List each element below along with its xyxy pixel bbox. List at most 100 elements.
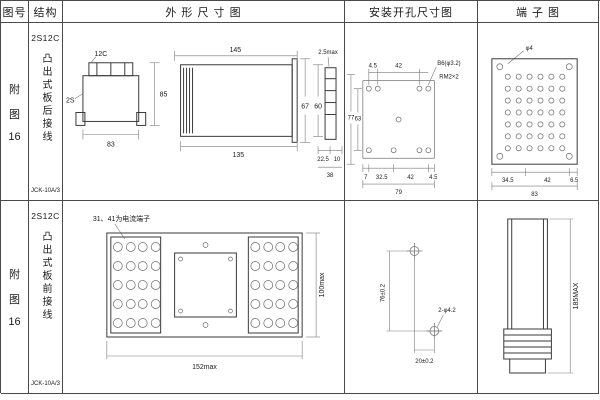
row2-install-drawing: 76±0.2 2-φ4.2 20±0.2: [345, 201, 478, 394]
dim-185max: [547, 218, 574, 374]
dim-install-total: [362, 180, 435, 189]
dim-terminal-bottom: [491, 168, 578, 177]
dim-d3-text: 38: [327, 173, 334, 179]
fig-char: 16: [8, 130, 21, 143]
row1-install-drawing: 4.5 42 B6(φ3.2) RM2×2 77 63: [345, 23, 478, 201]
hole-spec-text: B6(φ3.2): [437, 61, 460, 67]
phi4-leader: [507, 50, 524, 65]
fig-char: 16: [8, 316, 21, 328]
left-terminal-grid: [112, 242, 161, 328]
header-structure: 结构: [29, 1, 63, 23]
row2-fig-no: 附 图 16: [1, 201, 29, 394]
dim-h-outer-text: 67: [301, 104, 309, 111]
dim-height-text: 100max: [319, 272, 326, 297]
current-terminal-note: 31、41为电流端子: [93, 214, 150, 223]
model-label: 2S12C: [31, 211, 60, 221]
front-view-leaders: [74, 56, 97, 99]
dim-t-b1-text: 34.5: [502, 178, 514, 184]
bottom-mounting-hole: [426, 323, 443, 339]
row1-fig-no: 附 图 16: [1, 23, 29, 201]
right-terminal-grid: [250, 242, 299, 328]
dim-install-bottom: [362, 164, 435, 173]
dim-100max: [306, 232, 321, 338]
dim-width-text: 83: [107, 141, 115, 148]
header-terminal: 端 子 图: [478, 1, 599, 23]
type-code-label: JCK-10A/3: [30, 381, 60, 387]
dim-total-text: 79: [395, 190, 402, 196]
mounting-label: 凸出式板前接线: [40, 231, 51, 322]
dim-left-63: [353, 88, 362, 151]
row2-terminal-drawing: 185MAX: [478, 201, 599, 394]
install-hole-pattern: [362, 80, 435, 159]
dim-h67: [300, 58, 311, 143]
edge-leader: [327, 56, 330, 67]
dim-h60: [313, 64, 324, 137]
terminal-board: [491, 58, 578, 165]
dim-t-b3-text: 6.5: [570, 178, 579, 184]
hole-dia-leader: [437, 314, 444, 328]
dim-width-83: [82, 129, 140, 140]
cover-screws: [178, 242, 233, 328]
dim-left-outer-text: 77: [348, 115, 355, 121]
relay-side-view: [180, 58, 298, 143]
row1-structure: 2S12C 凸出式板后接线 JCK-10A/3: [29, 23, 63, 201]
fig-char: 图: [9, 108, 20, 121]
dim-depth-bottom-text: 135: [233, 152, 245, 159]
fig-char: 图: [9, 294, 20, 306]
relay-side-profile: [503, 218, 552, 374]
fig-char: 附: [9, 269, 20, 281]
dim-h-text: 20±0.2: [415, 359, 434, 365]
dim-left-77: [346, 74, 355, 165]
fig-char: 附: [9, 83, 20, 96]
header-fig-no: 图号: [1, 1, 29, 23]
dim-76: [386, 250, 429, 332]
dim-t-total-text: 83: [531, 192, 538, 198]
dim-terminal-total: [491, 182, 578, 191]
header-install: 安装开孔尺寸图: [345, 1, 478, 23]
install-drawing-svg: 76±0.2 2-φ4.2 20±0.2: [381, 243, 456, 365]
dim-d2-text: 10: [334, 157, 341, 163]
row1-outline-drawing: 12C 2S 83 85: [63, 23, 345, 201]
dim-v-text: 76±0.2: [381, 283, 387, 302]
dim-series-label: 2S: [66, 98, 75, 105]
row1-terminal-drawing: φ4: [478, 23, 599, 201]
thread-text: RM2×2: [439, 75, 459, 81]
dim-depth-top-text: 145: [230, 47, 242, 54]
dim-d1-text: 22.5: [317, 157, 329, 163]
dim-20: [414, 259, 435, 353]
dim-height-85: [149, 62, 160, 126]
dim-hole-text: 2-φ4.2: [438, 308, 456, 314]
dim-install-top: [368, 68, 429, 85]
type-code-label: JCK-10A/3: [30, 188, 60, 194]
dim-height-text: 185MAX: [573, 282, 580, 309]
dim-depth-145: [174, 50, 298, 61]
dim-152max: [106, 341, 303, 359]
dim-t-b2-text: 42: [544, 178, 551, 184]
dim-left-inner-text: 63: [355, 116, 362, 122]
front-panel-outline: [106, 232, 303, 338]
model-label: 2S12C: [31, 33, 60, 43]
hole-spec-leader: [428, 66, 437, 85]
dim-height-text: 85: [160, 92, 168, 99]
dim-panel-thk-text: 2.5max: [318, 50, 338, 56]
mounting-label: 凸出式板后接线: [40, 53, 51, 144]
dim-hole-text: φ4: [526, 46, 534, 52]
dim-depth-135: [180, 141, 298, 152]
dim-h-inner-text: 60: [314, 104, 322, 111]
dim-b2-text: 32.5: [376, 175, 388, 181]
row2-structure: 2S12C 凸出式板前接线 JCK-10A/3: [29, 201, 63, 394]
terminal-drawing-svg: φ4: [491, 46, 579, 198]
row2-outline-drawing: 31、41为电流端子: [63, 201, 345, 394]
dim-cap-label: 12C: [94, 51, 107, 58]
header-outline: 外 形 尺 寸 图: [63, 1, 345, 23]
dim-b1-text: 7: [364, 175, 368, 181]
dim-width-text: 152max: [192, 364, 217, 371]
outline-drawing-svg: 31、41为电流端子: [93, 214, 326, 371]
terminal-holes: [496, 63, 573, 160]
dim-top2-text: 42: [395, 64, 402, 70]
install-drawing-svg: 4.5 42 B6(φ3.2) RM2×2 77 63: [346, 61, 461, 196]
dim-b4-text: 4.5: [429, 175, 438, 181]
outline-drawing-svg: 12C 2S 83 85: [66, 47, 343, 179]
